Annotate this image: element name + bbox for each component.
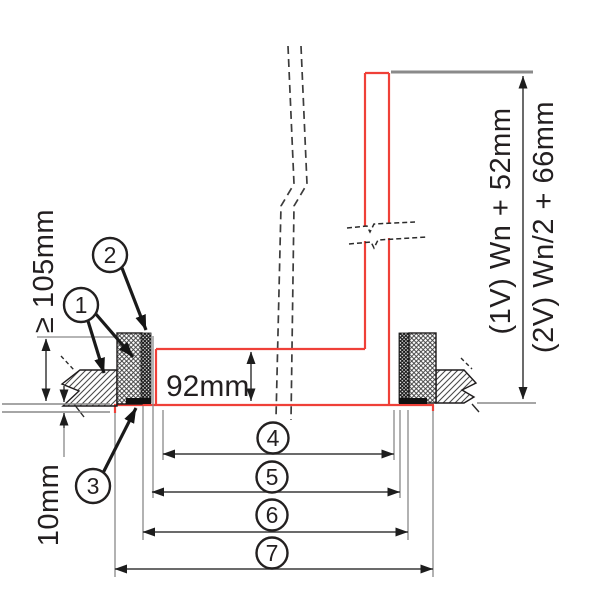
callout-circle-4	[256, 421, 290, 455]
red-sill-profile	[113, 347, 435, 413]
callout-balloon-5: 5	[255, 460, 289, 494]
left-sealing-membrane	[126, 398, 151, 404]
callout-balloons: 1 2 3 4 5 6 7	[62, 236, 290, 570]
callout-circle-7	[255, 536, 289, 570]
callout-circle-1	[62, 286, 100, 324]
right-frame-column	[408, 332, 437, 404]
leader-callout-1-frame	[93, 311, 135, 359]
leader-callout-3	[101, 407, 138, 474]
callout-balloon-3: 3	[74, 467, 112, 505]
red-mullion-profile	[346, 71, 428, 405]
callout-number-1: 1	[75, 292, 88, 318]
callout-number-7: 7	[266, 540, 279, 566]
right-joint-tape-strip	[398, 332, 410, 404]
callout-circle-6	[255, 498, 289, 532]
callout-number-5: 5	[266, 464, 279, 490]
callout-circle-3	[74, 467, 112, 505]
callout-balloon-1: 1	[62, 286, 100, 324]
glass-edge-left	[275, 45, 295, 419]
width-extension-lines	[114, 336, 434, 577]
callout-balloon-2: 2	[91, 236, 129, 274]
callout-balloon-7: 7	[255, 536, 289, 570]
left-jamb-section	[60, 332, 152, 418]
reference-lines	[2, 70, 536, 413]
callout-number-2: 2	[104, 242, 117, 268]
left-joint-tape-strip	[140, 332, 152, 404]
leader-callout-2	[120, 267, 148, 331]
leader-callout-1-wall	[86, 320, 106, 374]
glass-pane-break-lines	[275, 45, 308, 421]
left-wall-section	[60, 369, 118, 407]
label-sill-height: 92mm	[166, 370, 249, 403]
callout-balloon-6: 6	[255, 498, 289, 532]
callout-number-6: 6	[266, 502, 279, 528]
right-wall-section	[435, 369, 478, 404]
label-height-variant-2: (2V) Wn/2 + 66mm	[528, 101, 560, 353]
label-joint-width: 10mm	[33, 464, 65, 547]
label-min-height: ≥ 105mm	[28, 209, 60, 333]
right-wall-continuation-tick-top	[460, 357, 473, 370]
left-wall-continuation-tick-bottom	[73, 403, 85, 418]
glass-edge-right	[290, 45, 308, 421]
callout-number-3: 3	[87, 473, 100, 499]
dimension-labels: ≥ 105mm 92mm 10mm (1V) Wn + 52mm (2V) Wn…	[28, 101, 560, 546]
vertical-dimensions	[41, 76, 528, 457]
callout-number-4: 4	[267, 425, 280, 451]
right-jamb-section	[398, 332, 480, 413]
left-wall-continuation-tick-top	[60, 355, 75, 371]
right-sealing-membrane	[399, 398, 427, 404]
label-height-variant-1: (1V) Wn + 52mm	[485, 108, 517, 335]
callout-balloon-4: 4	[256, 421, 290, 455]
mullion-break-line-lower	[348, 236, 428, 250]
callout-circle-5	[255, 460, 289, 494]
callout-leaders	[86, 267, 148, 474]
mullion-break-line-upper	[346, 221, 416, 234]
right-wall-continuation-tick-bottom	[471, 403, 480, 413]
callout-circle-2	[91, 236, 129, 274]
